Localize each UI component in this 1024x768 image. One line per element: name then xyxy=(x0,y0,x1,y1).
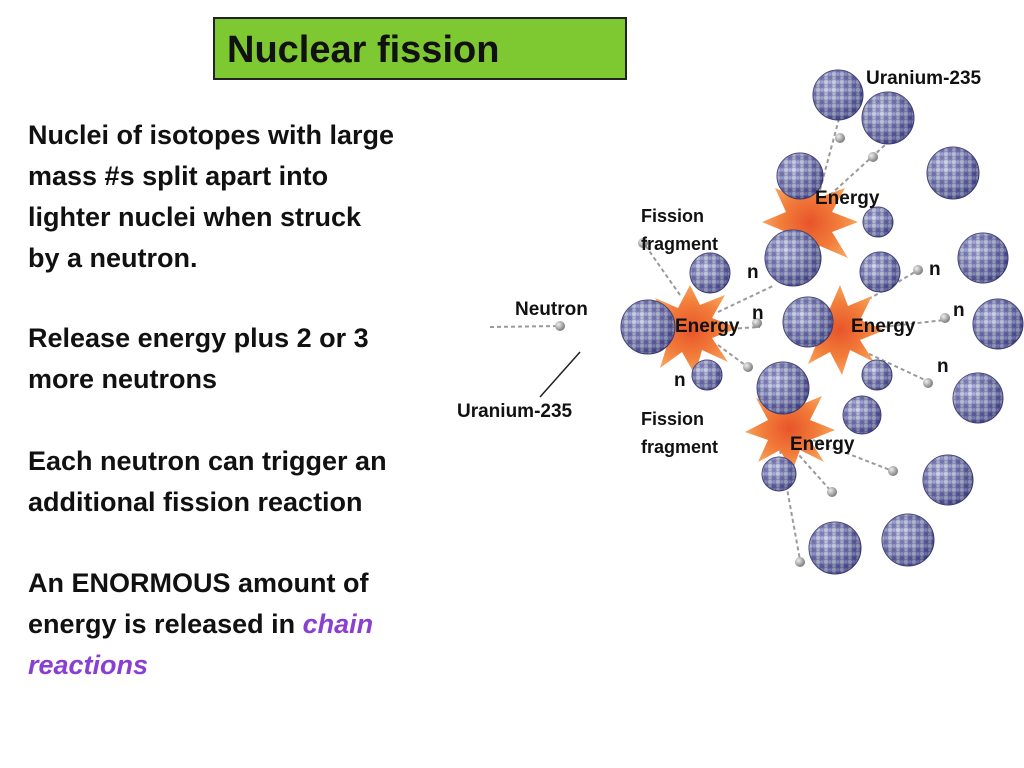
text-line: by a neutron. xyxy=(28,243,198,273)
text-line: energy is released in chain xyxy=(28,604,373,645)
text-line: Each neutron can trigger an xyxy=(28,446,387,476)
fission-fragment xyxy=(689,252,731,294)
fission-fragment xyxy=(761,456,797,492)
text-line: lighter nuclei when struck xyxy=(28,202,362,232)
uranium-nucleus xyxy=(808,521,862,575)
label-n: n xyxy=(674,370,686,391)
label-uranium-235-bottom: Uranium-235 xyxy=(457,401,573,422)
neutron-particle xyxy=(835,133,845,143)
uranium-nucleus xyxy=(922,454,974,506)
fission-fragment xyxy=(756,361,810,415)
neutron-particle xyxy=(923,378,933,388)
text-fragment: energy is released in xyxy=(28,609,303,639)
label-n: n xyxy=(953,300,965,321)
fission-fragment xyxy=(691,359,723,391)
label-fission-fragment-top: Fission fragment xyxy=(641,202,718,258)
uranium-nucleus xyxy=(812,69,864,121)
label-line: Fission xyxy=(641,206,705,226)
energy-bursts xyxy=(645,175,885,472)
fission-fragment xyxy=(862,206,894,238)
neutron-trail xyxy=(489,325,561,328)
label-n: n xyxy=(937,356,949,377)
label-uranium-235-top: Uranium-235 xyxy=(866,68,982,89)
neutron-particle xyxy=(913,265,923,275)
neutron-particle xyxy=(868,152,878,162)
fission-fragment xyxy=(764,229,822,287)
text-line: Release energy plus 2 or 3 xyxy=(28,323,369,353)
uranium-pointer-line xyxy=(539,351,581,398)
emphasis-reactions: reactions xyxy=(28,650,149,680)
uranium-nucleus-target xyxy=(620,299,676,355)
neutron-particle xyxy=(827,487,837,497)
label-energy: Energy xyxy=(790,434,855,455)
label-energy: Energy xyxy=(815,188,880,209)
energy-burst xyxy=(645,285,738,375)
nuclei xyxy=(620,69,1024,575)
emphasis-chain: chain xyxy=(302,609,374,639)
neutron-trail xyxy=(717,344,746,366)
neutron-trail xyxy=(829,144,886,196)
text-line: An ENORMOUS amount of xyxy=(28,568,369,598)
neutron-trail xyxy=(644,244,681,296)
neutron-trail xyxy=(717,284,776,313)
label-line: Fission xyxy=(641,409,705,429)
neutron-particle xyxy=(752,318,762,328)
label-energy: Energy xyxy=(851,316,916,337)
neutron-trail xyxy=(799,434,891,471)
title-box: Nuclear fission xyxy=(213,17,627,80)
paragraph-definition: Nuclei of isotopes with large mass #s sp… xyxy=(28,115,394,279)
uranium-nucleus xyxy=(861,91,915,145)
fission-fragment xyxy=(859,251,901,293)
neutron-particle xyxy=(743,362,753,372)
paragraph-energy-release: Release energy plus 2 or 3 more neutrons xyxy=(28,318,369,400)
label-line: fragment xyxy=(641,234,719,254)
fission-fragment xyxy=(842,395,882,435)
text-line: additional fission reaction xyxy=(28,487,363,517)
fission-fragment xyxy=(782,296,834,348)
paragraph-chain-reactions: An ENORMOUS amount of energy is released… xyxy=(28,563,373,686)
slide-title: Nuclear fission xyxy=(227,29,500,71)
uranium-nucleus xyxy=(881,513,935,567)
text-line: more neutrons xyxy=(28,364,218,394)
uranium-nucleus xyxy=(926,146,980,200)
label-line: fragment xyxy=(641,437,719,457)
neutron-particle xyxy=(638,238,648,248)
uranium-nucleus xyxy=(957,232,1009,284)
text-line: Nuclei of isotopes with large xyxy=(28,120,395,150)
paragraph-trigger: Each neutron can trigger an additional f… xyxy=(28,441,387,523)
fission-fragment xyxy=(861,359,893,391)
neutron-particle xyxy=(555,321,565,331)
uranium-nucleus xyxy=(972,298,1024,350)
neutrons xyxy=(555,133,950,567)
label-n: n xyxy=(747,262,759,283)
label-neutron: Neutron xyxy=(515,299,588,320)
label-fission-fragment-bottom: Fission fragment xyxy=(641,405,718,461)
neutron-trail xyxy=(819,114,841,191)
fission-fragment xyxy=(776,152,824,200)
label-n: n xyxy=(929,259,941,280)
label-n: n xyxy=(752,303,764,324)
text-line: mass #s split apart into xyxy=(28,161,329,191)
neutron-particle xyxy=(795,557,805,567)
neutron-particle xyxy=(888,466,898,476)
neutron-particle xyxy=(940,313,950,323)
uranium-nucleus xyxy=(952,372,1004,424)
label-energy: Energy xyxy=(675,316,740,337)
neutron-trail xyxy=(779,449,801,561)
